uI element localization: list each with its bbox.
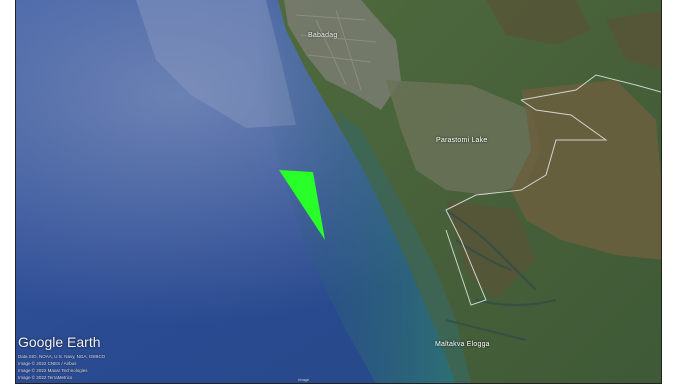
map-viewport[interactable]: Babadag Parastomi Lake Maltakva Elogga G… (15, 0, 662, 384)
lake-label: Parastomi Lake (436, 137, 488, 144)
green-triangle-marker[interactable] (279, 170, 325, 240)
shallow-water (256, 0, 471, 383)
google-earth-logo: Google Earth (18, 334, 101, 350)
map-attribution: Data SIO, NOAA, U.S. Navy, NGA, GEBCO Im… (18, 353, 105, 381)
town-area (284, 0, 401, 110)
coastal-lagoon (336, 110, 471, 383)
place-label: Maltakva Elogga (435, 341, 490, 348)
logo-earth-text: Earth (67, 334, 101, 350)
channels (445, 209, 557, 341)
satellite-map[interactable] (16, 0, 662, 384)
logo-google-text: Google (18, 334, 64, 350)
attribution-line: Image © 2022 Maxar Technologies (18, 368, 88, 373)
cloud-haze (136, 0, 296, 128)
attribution-line: Data SIO, NOAA, U.S. Navy, NGA, GEBCO (18, 354, 106, 359)
boundary-line (445, 74, 661, 306)
marsh-patches (446, 0, 661, 300)
attribution-line: Image © 2022 CNES / Airbus (18, 361, 77, 366)
attribution-line: Image © 2022 TerraMetrics (18, 375, 73, 380)
scale-text: Image (298, 377, 310, 382)
town-streets (295, 9, 377, 91)
city-label: Babadag (308, 32, 338, 39)
marshland (511, 80, 661, 260)
lake (386, 80, 541, 195)
